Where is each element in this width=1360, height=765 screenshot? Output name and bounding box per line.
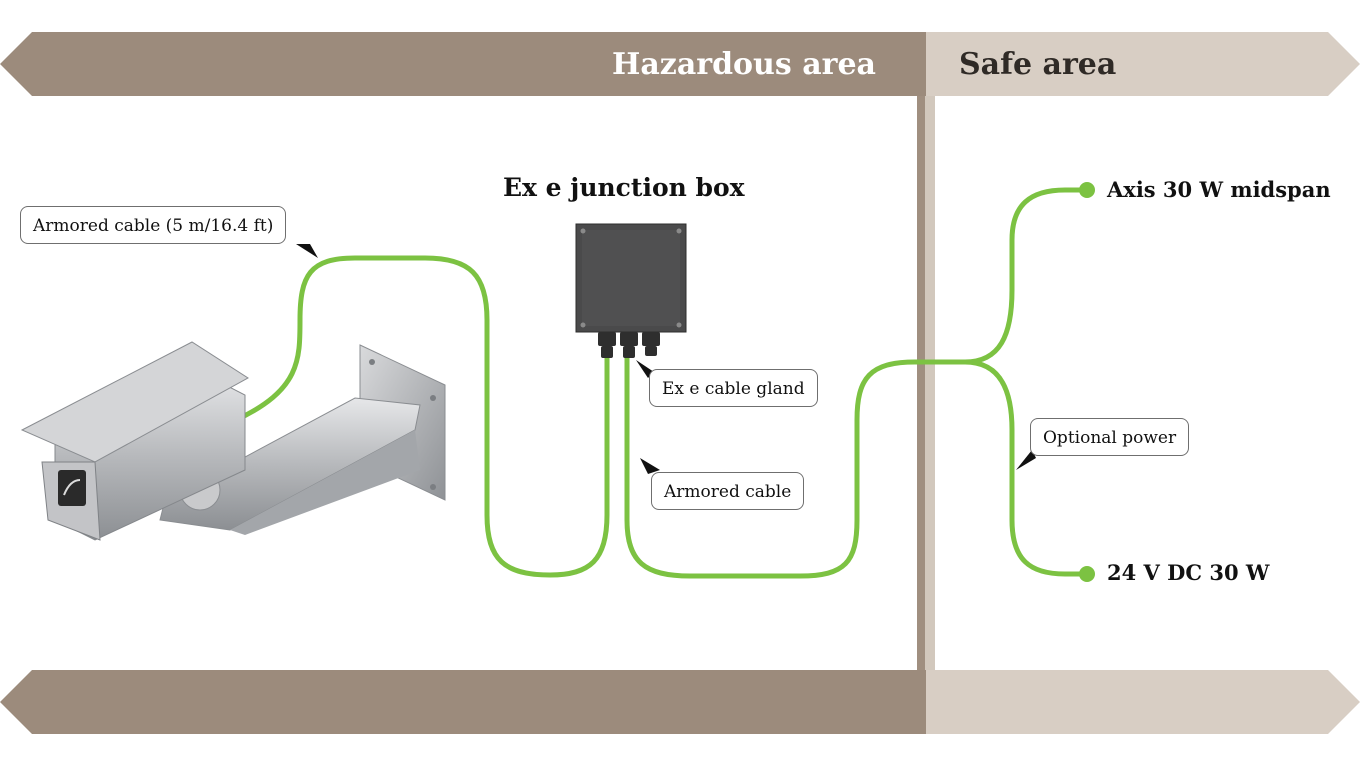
- hazardous-area-title: Hazardous area: [612, 47, 876, 82]
- cable-gland-icon: [598, 332, 660, 358]
- dc-power-label: 24 V DC 30 W: [1107, 560, 1270, 585]
- cable-optional-power: [962, 359, 1090, 577]
- junction-box-icon: [575, 223, 687, 333]
- callout-armored-cable-long: Armored cable (5 m/16.4 ft): [20, 206, 287, 244]
- hazardous-area-band-bottom: [0, 670, 926, 734]
- armored-cable-safe: [624, 355, 968, 579]
- hazardous-area-band-top: [0, 32, 926, 96]
- junction-box-title: Ex e junction box: [503, 173, 745, 202]
- callout-optional-power: Optional power: [1030, 418, 1190, 456]
- cable-midspan: [962, 187, 1090, 365]
- camera-icon: [20, 341, 446, 541]
- callout-pointer-optional-power: [1016, 450, 1036, 470]
- midspan-endpoint-dot: [1079, 182, 1095, 198]
- armored-cable-camera: [233, 255, 610, 578]
- callout-pointer-armored: [640, 458, 660, 474]
- midspan-label: Axis 30 W midspan: [1107, 177, 1331, 202]
- safe-area-band-top: [926, 32, 1360, 96]
- area-divider: [917, 96, 925, 670]
- safe-area-band-bottom: [926, 670, 1360, 734]
- safe-area-title: Safe area: [959, 47, 1117, 82]
- callout-armored-cable: Armored cable: [651, 472, 805, 510]
- callout-cable-gland: Ex e cable gland: [649, 369, 818, 407]
- dc-endpoint-dot: [1079, 566, 1095, 582]
- callout-pointer-armored-long: [296, 244, 318, 258]
